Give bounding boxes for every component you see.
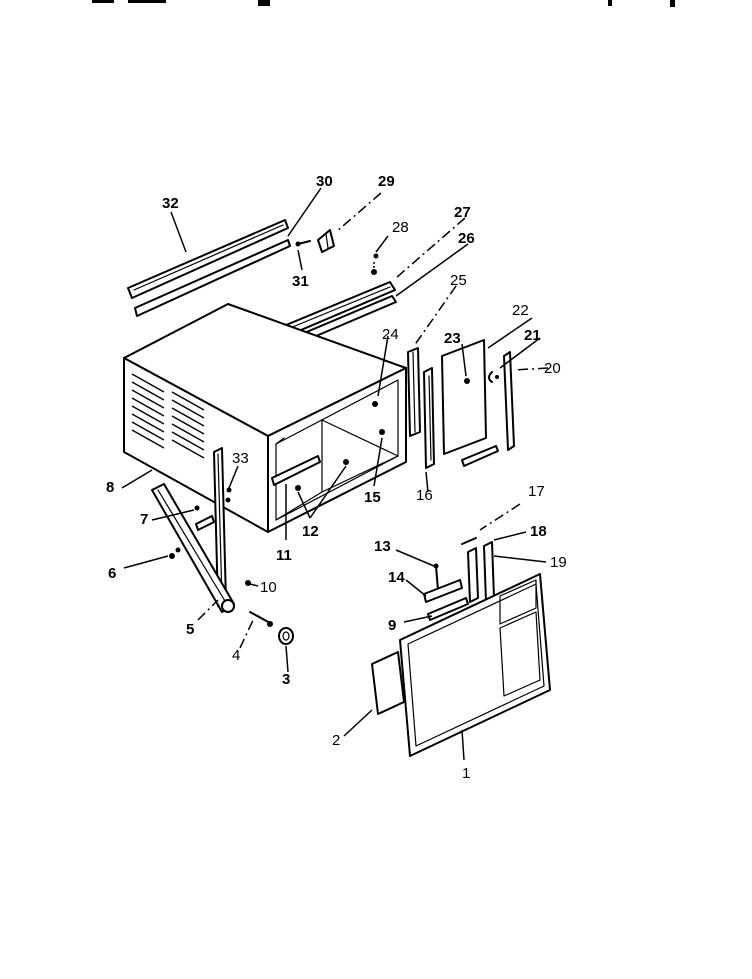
callout-3: 3 [282,671,290,688]
part-10-screw [245,580,251,586]
part-11-bottom-rail [271,455,321,486]
part-2-filter [371,651,405,715]
callout-27: 27 [454,204,471,221]
callout-22: 22 [512,302,529,319]
callout-12: 12 [302,523,319,540]
callout-26: 26 [458,230,475,247]
callout-17: 17 [528,483,545,500]
part-25-guide [407,347,421,437]
scan-edge-marks [92,0,675,7]
part-3-nut [278,627,294,645]
part-4-bolt [249,611,273,627]
callout-8: 8 [106,479,114,496]
part-21-clip [488,371,499,383]
callout-32: 32 [162,195,179,212]
part-9-strip [427,597,469,621]
callout-10: 10 [260,579,277,596]
callout-11: 11 [276,547,292,564]
part-13-screw [433,563,439,591]
part-14-bracket [423,579,463,603]
callout-21: 21 [524,327,541,344]
callout-18: 18 [530,523,547,540]
callout-31: 31 [292,273,309,290]
part-7-brace [194,505,215,531]
part-15-screw [379,429,385,435]
callout-6: 6 [108,565,116,582]
part-22-strip [461,445,499,467]
part-8-cabinet [123,303,407,533]
callout-30: 30 [316,173,333,190]
part-20-side-strip [503,351,515,451]
callout-5: 5 [186,621,194,638]
part-23-panel [441,339,487,455]
callout-24: 24 [382,326,399,343]
part-16-curtain [423,367,435,469]
part-28-screws [371,253,379,275]
callout-15: 15 [364,489,381,506]
callout-9: 9 [388,617,396,634]
callout-13: 13 [374,538,391,555]
callout-1: 1 [462,765,470,782]
part-1-front-panel [399,573,551,757]
callout-25: 25 [450,272,467,289]
callout-29: 29 [378,173,395,190]
part-12-screws [295,459,349,491]
callout-labels: 1 2 3 4 5 6 7 8 9 10 11 12 13 14 15 16 1… [106,173,567,782]
part-24-screw [372,401,378,407]
callout-7: 7 [140,511,148,528]
part-32-top-rail [127,219,289,299]
part-29-bracket [317,229,335,253]
callout-4: 4 [232,647,240,664]
callout-20: 20 [544,360,561,377]
callout-33: 33 [232,450,249,467]
part-6-screws [169,547,181,559]
callout-16: 16 [416,487,433,504]
part-18-bracket [467,547,479,603]
callout-23: 23 [444,330,461,347]
callout-28: 28 [392,219,409,236]
part-5-support-leg [151,483,235,613]
leader-lines [121,187,549,761]
part-17-pin [461,537,477,545]
callout-14: 14 [388,569,405,586]
part-31-screw [295,240,311,247]
part-30-seal-strip [134,239,291,317]
part-19-bracket [483,541,495,603]
callout-19: 19 [550,554,567,571]
callout-2: 2 [332,732,340,749]
